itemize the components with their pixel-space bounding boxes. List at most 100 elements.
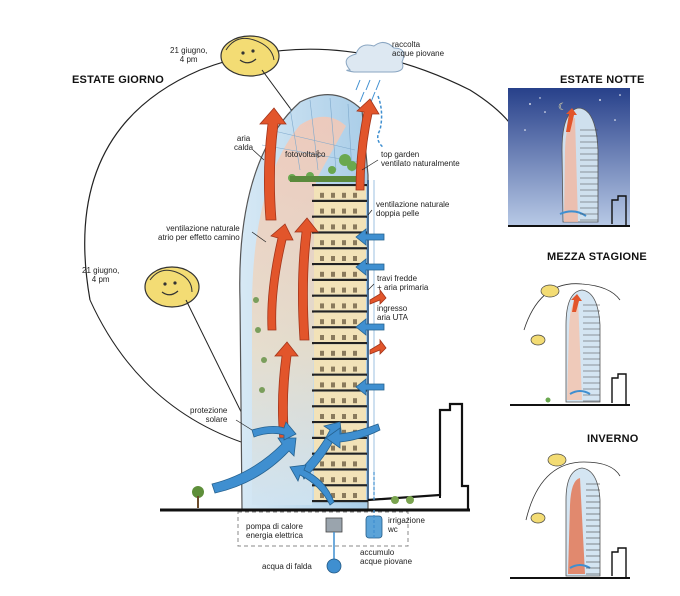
floor-furniture (353, 303, 357, 309)
floor-furniture (320, 319, 324, 325)
sun-icon-left (144, 266, 200, 308)
heading-mid-season: MEZZA STAGIONE (547, 251, 647, 263)
floor-furniture (353, 256, 357, 261)
floor-furniture (320, 256, 324, 261)
floor-furniture (353, 224, 357, 230)
floor-furniture (320, 461, 324, 467)
floor-furniture (331, 350, 335, 356)
floor-slab (312, 184, 368, 187)
floor-furniture (353, 398, 357, 404)
floor-furniture (331, 224, 335, 230)
label-irrigation: irrigazione wc (388, 516, 425, 534)
label-sun-left: 21 giugno, 4 pm (82, 266, 120, 284)
floor-furniture (331, 414, 335, 419)
floor-furniture (353, 319, 357, 325)
floor-furniture (331, 287, 335, 293)
floor-furniture (353, 493, 357, 498)
floor-furniture (342, 256, 346, 261)
floor-slab (312, 310, 368, 313)
label-storage: accumulo acque piovane (360, 548, 413, 566)
floor-furniture (320, 287, 324, 293)
label-double-skin: ventilazione naturale doppia pelle (376, 200, 450, 218)
floor-furniture (320, 350, 324, 356)
panel-winter (510, 453, 630, 579)
floor-furniture (331, 303, 335, 309)
floor-slab (312, 231, 368, 234)
floor-furniture (331, 382, 335, 388)
floor-furniture (342, 414, 346, 419)
label-photovoltaic: fotovoltaico (285, 150, 326, 159)
floor-furniture (331, 319, 335, 325)
floor-furniture (320, 429, 324, 435)
floor-slab (312, 199, 368, 202)
floor-furniture (353, 350, 357, 356)
floor-slab (312, 484, 368, 487)
label-sun-top: 21 giugno, 4 pm (170, 46, 208, 64)
floor-furniture (342, 398, 346, 404)
floor-slab (312, 326, 368, 329)
floor-furniture (320, 192, 324, 198)
floor-furniture (342, 335, 346, 340)
heading-summer-day: ESTATE GIORNO (72, 74, 165, 86)
panel-mid-season (510, 283, 630, 406)
floor-slab (312, 405, 368, 408)
floor-furniture (342, 240, 346, 246)
floor-furniture (353, 287, 357, 293)
floor-furniture (320, 224, 324, 230)
rain-cloud-icon (345, 42, 405, 103)
floor-furniture (353, 208, 357, 214)
floor-furniture (342, 382, 346, 388)
floor-furniture (342, 493, 346, 498)
floor-furniture (320, 477, 324, 483)
floor-slab (312, 342, 368, 345)
floor-furniture (320, 271, 324, 277)
floor-furniture (331, 335, 335, 340)
floor-furniture (342, 477, 346, 483)
ground-section (160, 402, 470, 574)
warm-air-arrows (259, 98, 387, 441)
floor-furniture (331, 461, 335, 467)
floor-slab (312, 452, 368, 455)
floor-furniture (353, 192, 357, 198)
floor-furniture (342, 319, 346, 325)
label-rain: raccolta acque piovane (392, 40, 445, 58)
floor-furniture (342, 287, 346, 293)
floor-furniture (353, 414, 357, 419)
label-cold-beams: travi fredde + aria primaria (377, 274, 429, 292)
floor-furniture (320, 366, 324, 372)
floor-furniture (331, 366, 335, 372)
floor-furniture (320, 208, 324, 214)
svg-text:☾: ☾ (558, 102, 567, 113)
label-hot-air: aria calda (234, 134, 254, 152)
floor-slab (312, 278, 368, 281)
floor-furniture (320, 335, 324, 340)
floor-slab (312, 468, 368, 471)
floor-slab (312, 247, 368, 250)
floor-furniture (353, 271, 357, 277)
floor-furniture (342, 303, 346, 309)
floor-furniture (320, 240, 324, 246)
floor-furniture (320, 303, 324, 309)
floor-furniture (342, 208, 346, 214)
floor-slab (312, 215, 368, 218)
cool-air-arrows (211, 228, 385, 506)
floor-furniture (353, 477, 357, 483)
label-groundwater: acqua di falda (262, 562, 312, 571)
heading-winter: INVERNO (587, 433, 639, 445)
floor-furniture (342, 192, 346, 198)
floor-furniture (331, 477, 335, 483)
floor-slab (312, 294, 368, 297)
floor-slab (312, 373, 368, 376)
floor-slab (312, 357, 368, 360)
floor-furniture (331, 240, 335, 246)
floor-furniture (331, 271, 335, 277)
floor-furniture (342, 224, 346, 230)
floor-slab (312, 389, 368, 392)
floor-furniture (342, 429, 346, 435)
label-heat-pump: pompa di calore energia elettrica (246, 522, 303, 540)
floor-furniture (342, 445, 346, 451)
floor-furniture (342, 461, 346, 467)
floor-furniture (342, 350, 346, 356)
floor-furniture (331, 445, 335, 451)
